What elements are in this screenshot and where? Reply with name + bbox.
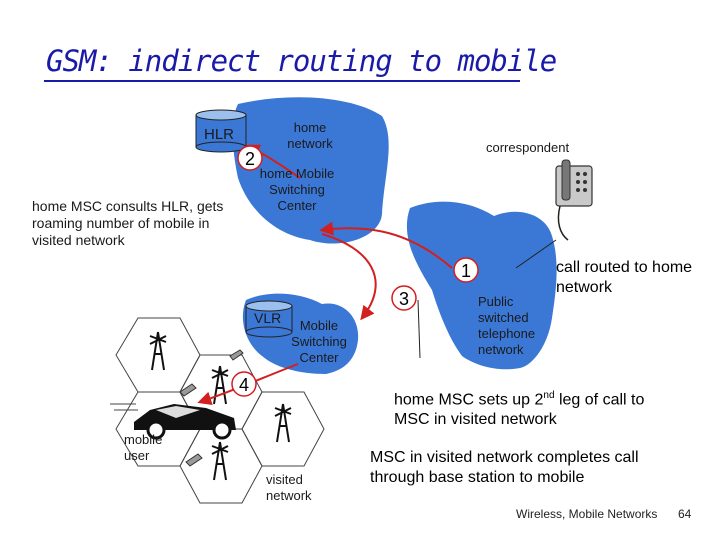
step-badge-1: 1 [453,257,479,283]
connector-line [515,239,557,269]
hlr-label: HLR [204,126,235,143]
home-network-cloud [232,97,389,244]
second-leg-note: home MSC sets up 2nd leg of call to MSC … [394,390,645,429]
footer-course: Wireless, Mobile Networks [516,507,658,521]
mobile-phone-icon [179,349,244,467]
connector-line [417,299,421,359]
arrow-home-msc-to-visited-msc [321,233,377,321]
home-network-label: home network [287,120,333,151]
call-routed-note: call routed to home network [556,259,693,296]
svg-text:4: 4 [239,375,249,395]
step-badge-3: 3 [391,285,417,311]
base-station-tower-icon [149,331,292,481]
title-underline [44,80,520,82]
vlr-label: VLR [254,310,282,326]
correspondent-label: correspondent [486,140,570,155]
vlr-database-icon [245,300,293,338]
svg-text:1: 1 [461,261,471,281]
pstn-cloud [406,201,557,370]
home-msc-consults-note: home MSC consults HLR, gets roaming numb… [32,198,224,248]
mobile-user-label: mobile user [124,432,163,463]
car-icon [110,403,236,440]
arrow-pstn-to-home-msc [319,221,453,269]
svg-text:3: 3 [399,289,409,309]
hlr-database-icon [195,109,247,153]
svg-text:2: 2 [245,149,255,169]
visited-network-label: visited network [266,472,312,503]
page-title: GSM: indirect routing to mobile [46,44,557,78]
pstn-label: Public switched telephone network [478,294,536,357]
step-badge-4: 4 [231,371,257,397]
visited-msc-label: Mobile Switching Center [291,318,347,365]
telephone-icon [555,159,593,241]
footer-page-number: 64 [678,507,692,521]
home-msc-label: home Mobile Switching Center [259,166,335,213]
step-badge-2: 2 [237,145,263,171]
msc-completes-note: MSC in visited network completes call th… [370,449,639,486]
